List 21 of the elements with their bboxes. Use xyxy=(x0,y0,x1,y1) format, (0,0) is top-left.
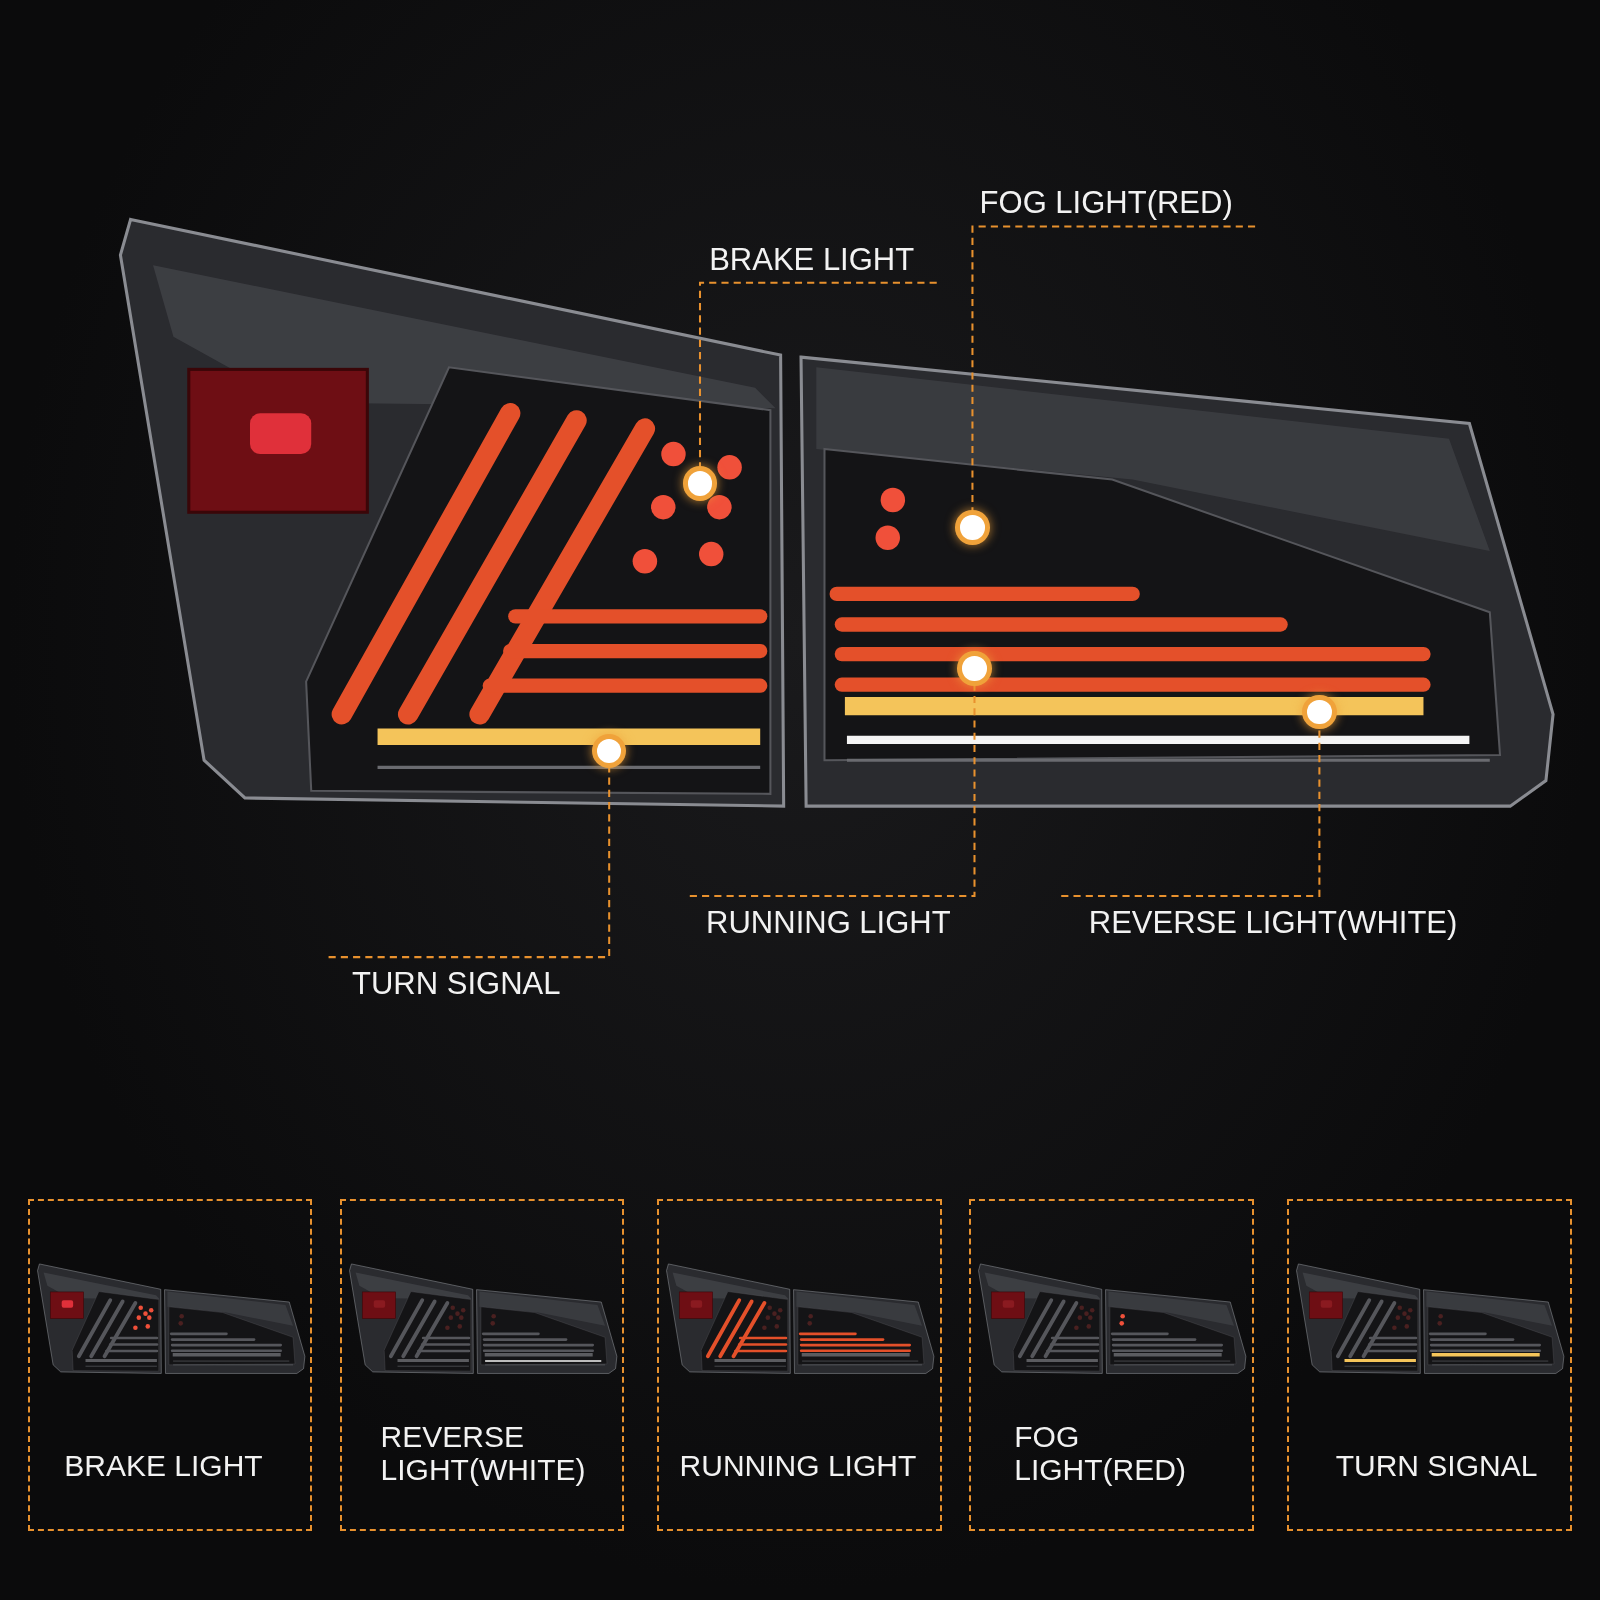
mode-panel xyxy=(969,1198,1255,1531)
mode-label: TURN SIGNAL xyxy=(1335,1448,1538,1482)
mode-panel xyxy=(657,1198,942,1531)
leader-line xyxy=(971,225,1256,512)
mode-panel xyxy=(1286,1198,1573,1531)
mode-label: BRAKE LIGHT xyxy=(64,1448,263,1482)
mode-panel xyxy=(339,1198,625,1531)
leader-line xyxy=(328,767,611,959)
callout-label: BRAKE LIGHT xyxy=(709,242,915,277)
callout-label: FOG LIGHT(RED) xyxy=(979,186,1233,221)
leader-line xyxy=(689,684,976,897)
callout-label: REVERSE LIGHT(WHITE) xyxy=(1088,905,1458,940)
mode-label: FOG LIGHT(RED) xyxy=(1014,1420,1187,1487)
leader-line xyxy=(699,281,937,468)
callout-label: TURN SIGNAL xyxy=(352,967,561,1002)
callout-label: RUNNING LIGHT xyxy=(706,905,951,940)
leader-line xyxy=(1061,728,1321,897)
mode-panel xyxy=(27,1198,313,1531)
mode-label: RUNNING LIGHT xyxy=(679,1448,917,1482)
mode-label: REVERSE LIGHT(WHITE) xyxy=(380,1420,587,1487)
callout-dot xyxy=(596,738,622,764)
